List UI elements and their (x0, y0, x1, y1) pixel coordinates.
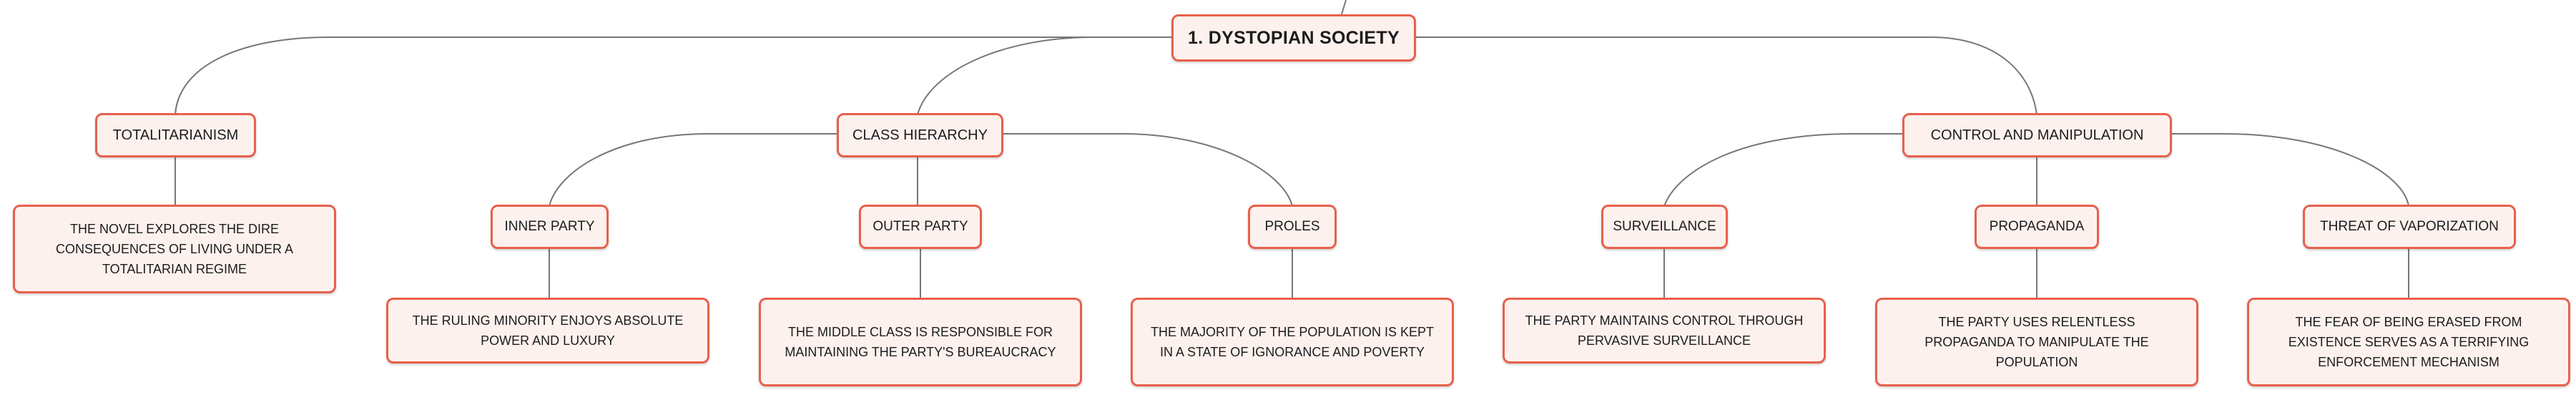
connector-class-inner (549, 133, 840, 207)
connector-control-vapor (2168, 133, 2409, 207)
subtopic-proles[interactable]: PROLES (1248, 205, 1337, 249)
connector-root-totalitarianism (174, 36, 1176, 115)
desc-threat-of-vaporization[interactable]: THE FEAR OF BEING ERASED FROM EXISTENCE … (2247, 298, 2570, 386)
subtopic-surveillance[interactable]: SURVEILLANCE (1601, 205, 1728, 249)
subtopic-threat-of-vaporization[interactable]: THREAT OF VAPORIZATION (2303, 205, 2516, 249)
subtopic-outer-party[interactable]: OUTER PARTY (859, 205, 982, 249)
subtopic-inner-party[interactable]: INNER PARTY (491, 205, 609, 249)
topic-control-and-manipulation[interactable]: CONTROL AND MANIPULATION (1902, 113, 2172, 157)
root-node[interactable]: 1. DYSTOPIAN SOCIETY (1171, 14, 1416, 62)
connector-root-control (1412, 36, 2037, 115)
connector-control-surv (1663, 133, 1906, 207)
desc-proles[interactable]: THE MAJORITY OF THE POPULATION IS KEPT I… (1131, 298, 1454, 386)
desc-surveillance[interactable]: THE PARTY MAINTAINS CONTROL THROUGH PERV… (1503, 298, 1826, 364)
connector-class-proles (1000, 133, 1293, 207)
desc-outer-party[interactable]: THE MIDDLE CLASS IS RESPONSIBLE FOR MAIN… (759, 298, 1082, 386)
topic-totalitarianism[interactable]: TOTALITARIANISM (95, 113, 256, 157)
desc-inner-party[interactable]: THE RULING MINORITY ENJOYS ABSOLUTE POWE… (386, 298, 709, 364)
topic-class-hierarchy[interactable]: CLASS HIERARCHY (837, 113, 1003, 157)
desc-propaganda[interactable]: THE PARTY USES RELENTLESS PROPAGANDA TO … (1875, 298, 2198, 386)
connector-root-up (1341, 0, 1347, 15)
connector-root-class-hierarchy (917, 36, 1176, 115)
desc-totalitarianism[interactable]: THE NOVEL EXPLORES THE DIRE CONSEQUENCES… (13, 205, 336, 293)
subtopic-propaganda[interactable]: PROPAGANDA (1975, 205, 2099, 249)
